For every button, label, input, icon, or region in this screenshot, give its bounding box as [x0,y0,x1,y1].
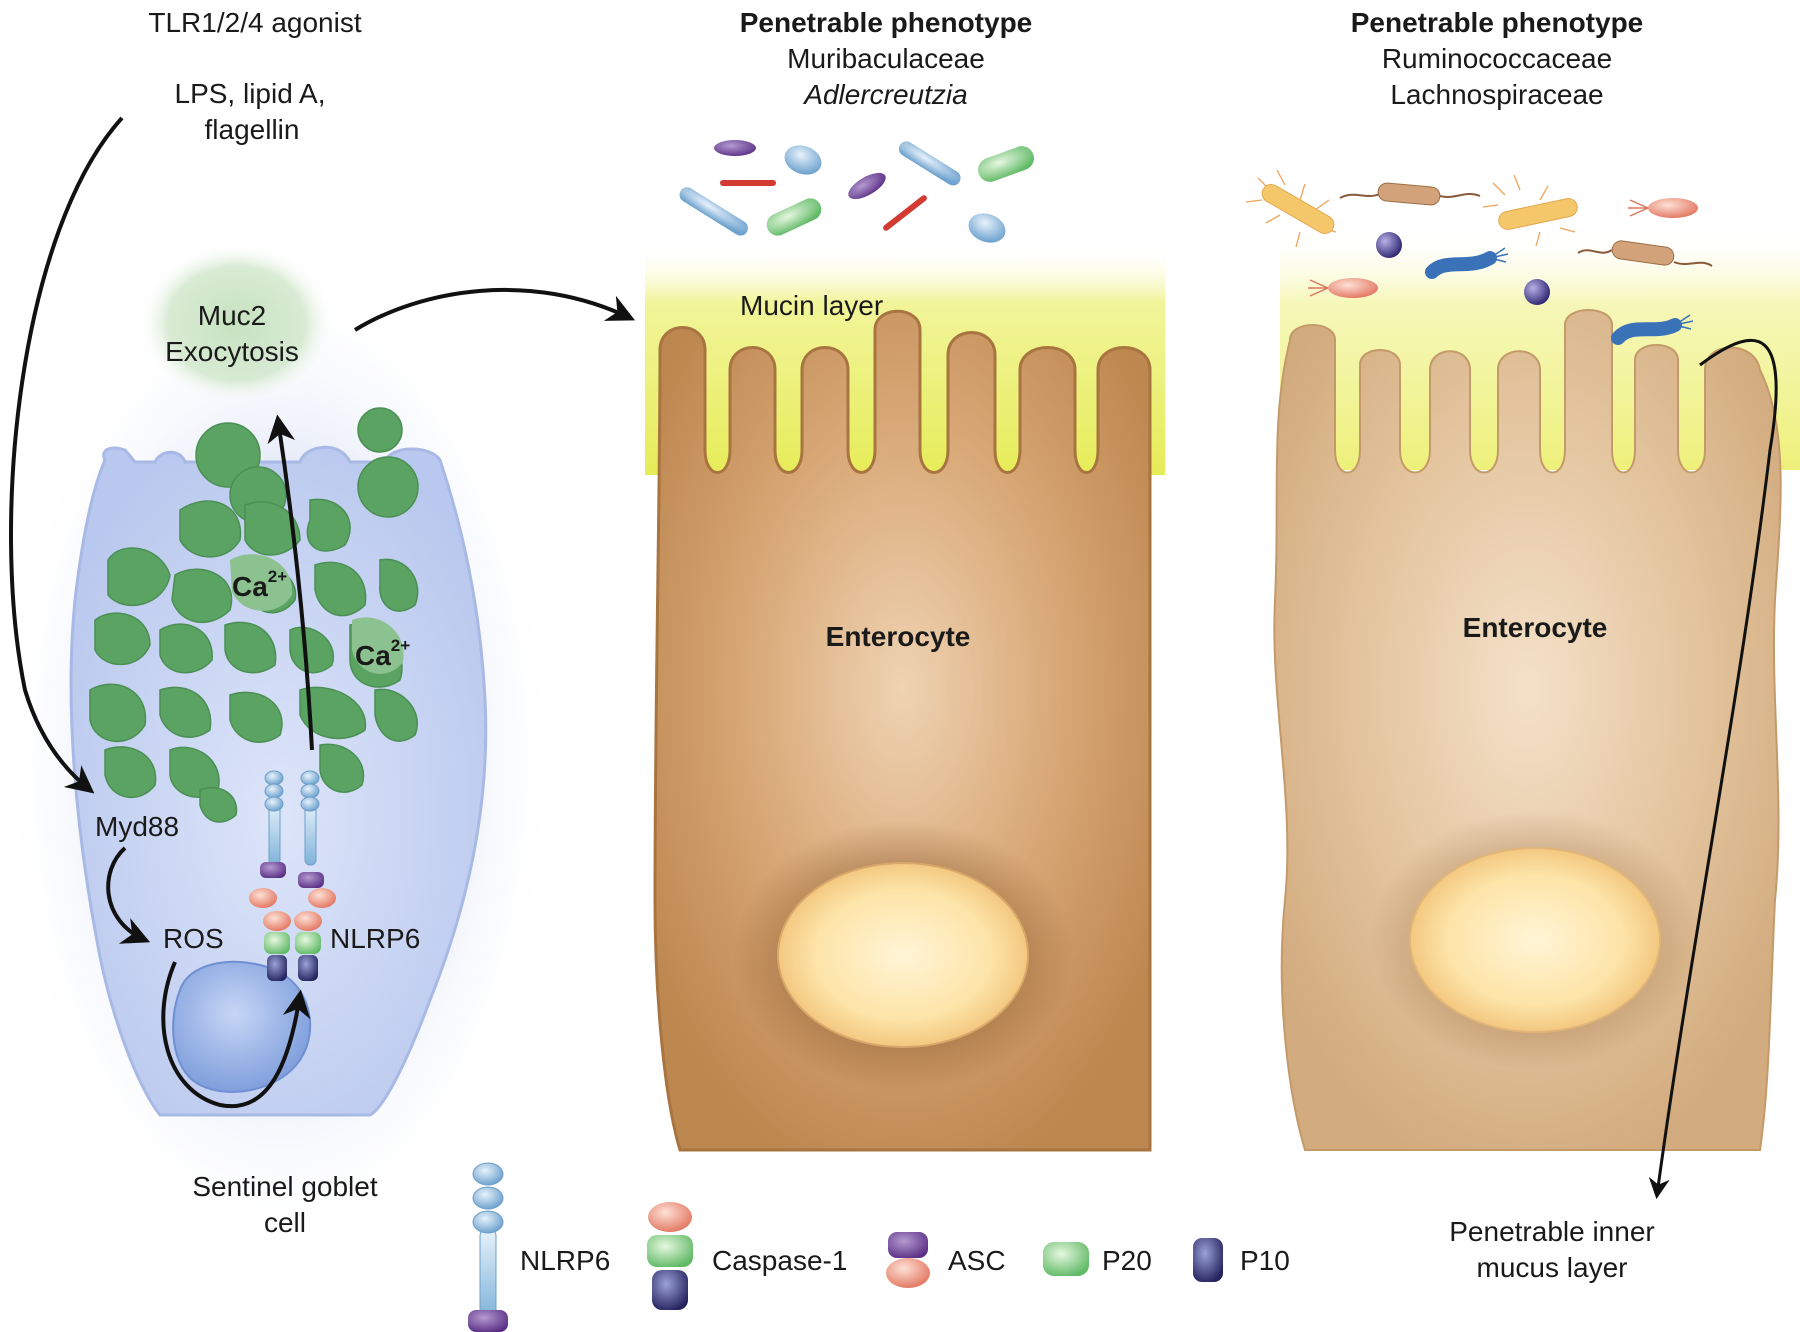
right-enterocyte-label: Enterocyte [1463,612,1608,643]
ros-label: ROS [163,923,224,954]
legend-nlrp6-label: NLRP6 [520,1245,610,1276]
mucus-cloud [138,242,335,405]
muc2-label-line1: Muc2 [198,300,266,331]
legend-asc-icon [886,1232,930,1288]
calcium-granule-2 [352,617,404,674]
legend-p20-label: P20 [1102,1245,1152,1276]
goblet-name-line1: Sentinel goblet [192,1171,377,1202]
inner-mucus-line2: mucus layer [1477,1252,1628,1283]
middle-taxon-1: Muribaculaceae [787,43,985,74]
legend-caspase-label: Caspase-1 [712,1245,847,1276]
nlrp6-column-right [294,770,336,981]
myd88-label: Myd88 [95,811,179,842]
right-panel: Penetrable phenotype Ruminococcaceae Lac… [1245,7,1800,1283]
legend-p10-icon [1193,1238,1223,1282]
legend-p10-label: P10 [1240,1245,1290,1276]
agonist-list-line2: flagellin [205,114,300,145]
legend-p20-icon [1043,1242,1089,1276]
arrow-agonist-to-myd88 [9,116,124,794]
middle-enterocyte-label: Enterocyte [826,621,971,652]
arrow-ros-to-nlrp6 [161,961,311,1109]
middle-heading: Penetrable phenotype [740,7,1033,38]
goblet-name-line2: cell [264,1207,306,1238]
arrow-myd88-to-ros [106,846,151,944]
mucin-layer-label: Mucin layer [740,290,883,321]
calcium-label-1: Ca2+ [232,567,287,602]
right-nucleus [1409,847,1661,1033]
middle-taxon-2: Adlercreutzia [802,79,967,110]
right-taxon-1: Ruminococcaceae [1382,43,1612,74]
inner-mucus-line1: Penetrable inner [1449,1216,1654,1247]
legend-caspase-icon [647,1202,693,1310]
right-taxon-2: Lachnospiraceae [1390,79,1603,110]
agonist-title: TLR1/2/4 agonist [148,7,361,38]
middle-bacteria [679,140,1034,243]
right-heading: Penetrable phenotype [1351,7,1644,38]
nlrp6-cell-label: NLRP6 [330,923,420,954]
arrow-penetration [1648,338,1778,1200]
calcium-granule-1 [230,554,293,611]
arrow-inflammasome-to-exocytosis [267,414,314,751]
inflammasome-complex [249,770,336,981]
goblet-nucleus [172,960,312,1093]
legend-nlrp6-icon [468,1162,508,1332]
nlrp6-column-left [249,770,291,981]
middle-nucleus [777,862,1029,1048]
middle-panel: Penetrable phenotype Muribaculaceae Adle… [645,7,1165,1152]
calcium-label-2: Ca2+ [355,636,410,671]
arrow-exocytosis-to-mucin [353,288,636,332]
legend: NLRP6 Caspase-1 ASC P20 P10 [468,1162,1290,1332]
goblet-cell-panel: TLR1/2/4 agonist LPS, lipid A, flagellin… [0,7,636,1260]
agonist-list-line1: LPS, lipid A, [175,78,326,109]
right-bacteria [1245,169,1713,345]
legend-asc-label: ASC [948,1245,1006,1276]
muc2-label-line2: Exocytosis [165,336,299,367]
